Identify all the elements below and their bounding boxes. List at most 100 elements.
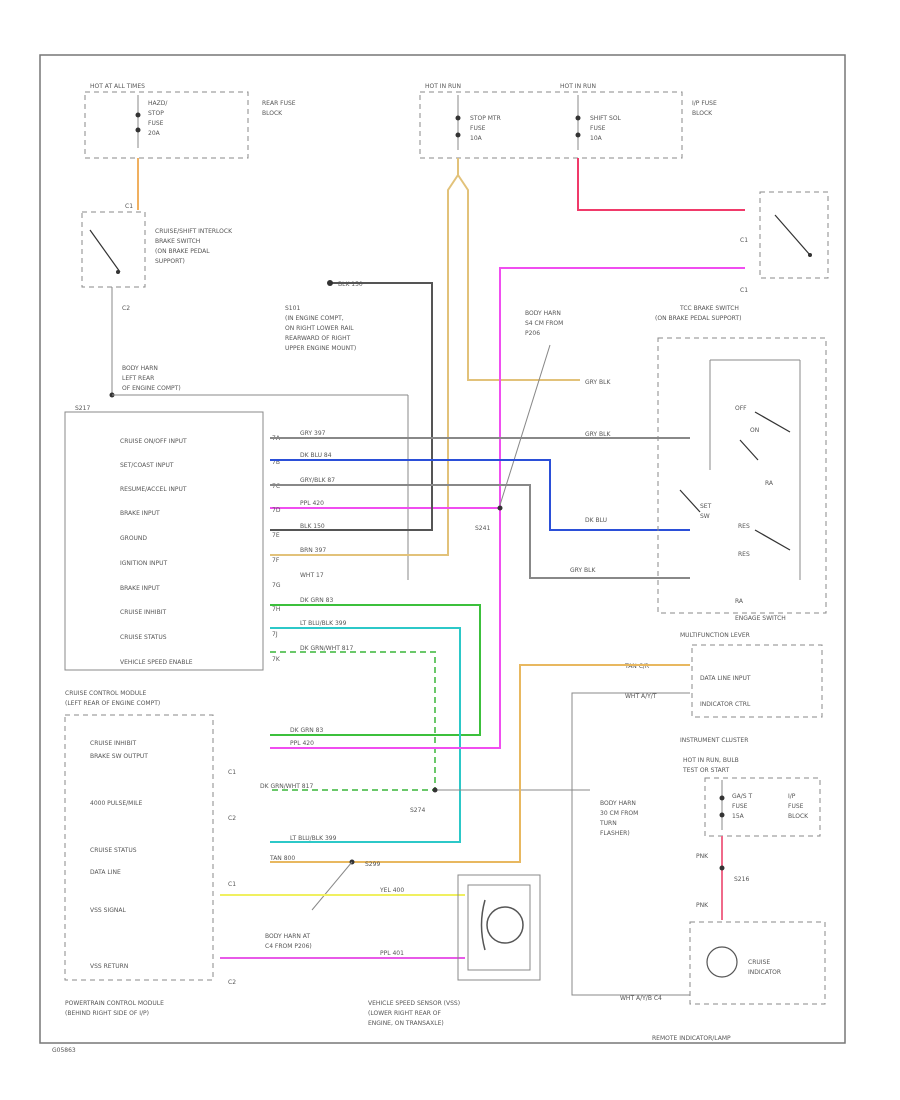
- blk-wire-label: BLK 150: [338, 281, 363, 288]
- pin-label: 7E: [272, 532, 280, 539]
- tcc-brake-switch-label-2: C1: [740, 287, 748, 294]
- pcm-conn-1: C2: [228, 815, 236, 822]
- s101-label-3: ON RIGHT LOWER RAIL: [285, 325, 354, 332]
- remote-indicator-label: REMOTE INDICATOR/LAMP: [652, 1035, 731, 1042]
- powertrain-control-module: CRUISE INHIBIT BRAKE SW OUTPUT 4000 PULS…: [64, 714, 236, 986]
- multifunction-lever-label: MULTIFUNCTION LEVER: [680, 632, 750, 639]
- ip-fuse-block: HOT IN RUN HOT IN RUN STOP MTR FUSE 10A …: [419, 83, 717, 159]
- pcm-conn-2: C1: [228, 881, 236, 888]
- hazard-fuse-label-3: FUSE: [148, 120, 164, 127]
- pcm-wire-label: TAN 800: [269, 855, 295, 862]
- pcm-title: POWERTRAIN CONTROL MODULE: [65, 1000, 164, 1007]
- pcm-pins-3: CRUISE STATUS: [90, 847, 137, 854]
- c2-label: C2: [122, 305, 130, 312]
- pcm-pins-0: CRUISE INHIBIT: [90, 740, 136, 747]
- cyan-wire: [270, 627, 461, 843]
- cruise-input-label: RESUME/ACCEL INPUT: [120, 486, 187, 493]
- s101-label: S101: [285, 305, 300, 312]
- pcm-wire-label: DK GRN/WHT 817: [260, 783, 313, 790]
- pin-label: 7D: [272, 507, 281, 514]
- sensor-coil-icon: [486, 906, 524, 944]
- cruise-input-label: BRAKE INPUT: [120, 510, 160, 517]
- vss-title-3: ENGINE, ON TRANSAXLE): [368, 1020, 444, 1027]
- gray-black-wire: [270, 484, 690, 579]
- pcm-wire-label: YEL 400: [379, 887, 404, 894]
- black-wire: [270, 282, 433, 531]
- wire-color-label: DK BLU 84: [300, 452, 332, 459]
- cruise-input-label: CRUISE STATUS: [120, 634, 167, 641]
- body-harn-left-label-2: LEFT REAR: [122, 375, 154, 382]
- blue-wire: [270, 459, 690, 531]
- tcc-switch-label: TCC BRAKE SWITCH: [679, 305, 739, 312]
- switch-labels-3: GRY BLK: [570, 567, 596, 574]
- wire-color-label: LT BLU/BLK 399: [300, 620, 347, 627]
- mfl-labels-1: DATA LINE INPUT: [700, 675, 751, 682]
- pin-label: 7K: [272, 656, 281, 663]
- wht-label: WHT A/Y/B C4: [620, 995, 662, 1002]
- stop-mtr-fuse-label: STOP MTR: [470, 115, 501, 122]
- figure-id: G05863: [52, 1047, 76, 1054]
- wire-color-label: DK GRN 83: [300, 597, 333, 604]
- pcm-pins-2: 4000 PULSE/MILE: [90, 800, 142, 807]
- hot-in-run-label: HOT IN RUN: [425, 83, 461, 90]
- body-harn-turn-label-4: FLASHER): [600, 830, 630, 837]
- green-white-wire: [270, 651, 436, 791]
- ip-fuse-block-label: I/P FUSE: [692, 100, 717, 107]
- tcc-brake-switch-label: C1: [740, 237, 748, 244]
- shift-sol-fuse-label-3: 10A: [590, 135, 603, 142]
- module-title: CRUISE CONTROL MODULE: [65, 690, 146, 697]
- ground-icon: [327, 280, 333, 286]
- multifunction-lever: MULTIFUNCTION LEVER TAN C/R DATA LINE IN…: [624, 632, 823, 718]
- wire-color-label: BLK 150: [300, 523, 325, 530]
- tan-wire: [270, 174, 459, 556]
- cruise-input-label: VEHICLE SPEED ENABLE: [120, 659, 193, 666]
- wire-color-label: GRY 397: [300, 430, 326, 437]
- cruise-input-label: BRAKE INPUT: [120, 585, 160, 592]
- pcm-pins-1: BRAKE SW OUTPUT: [90, 753, 148, 760]
- vss-title: VEHICLE SPEED SENSOR (VSS): [368, 1000, 460, 1007]
- body-harn-left-label-3: OF ENGINE COMPT): [122, 385, 181, 392]
- mfl-labels-0: TAN C/R: [624, 663, 649, 670]
- pcm-pins-4: DATA LINE: [90, 869, 121, 876]
- pin-label: 7G: [272, 582, 281, 589]
- s299-label: S299: [365, 861, 380, 868]
- interlock-switch-label: CRUISE/SHIFT INTERLOCK: [155, 228, 233, 235]
- rear-fuse-block-label: REAR FUSE: [262, 100, 296, 107]
- cruise-input-label: SET/COAST INPUT: [120, 462, 174, 469]
- cruise-input-label: GROUND: [120, 535, 147, 542]
- engage-switch: OFF ON RA SET SW RES RES RA ENGAGE SWITC…: [657, 337, 827, 622]
- switch-contact-icon: [754, 411, 791, 433]
- cruise-input-label: CRUISE INHIBIT: [120, 609, 166, 616]
- wire-color-label: GRY/BLK 87: [300, 477, 335, 484]
- fuse-contact-icon: [135, 127, 141, 133]
- rear-fuse-block-label-2: BLOCK: [262, 110, 283, 117]
- ra-label: RA: [765, 480, 774, 487]
- pin-label: 7H: [272, 606, 280, 613]
- magenta-wire: [270, 267, 745, 509]
- s101-label-2: (IN ENGINE COMPT,: [285, 315, 344, 322]
- stop-mtr-fuse-label-3: 10A: [470, 135, 483, 142]
- splice-dot-icon: [432, 787, 438, 793]
- pin-label: 7J: [272, 631, 278, 638]
- engage-switch-label: ENGAGE SWITCH: [735, 615, 786, 622]
- indicator-lamp-icon: [706, 946, 738, 978]
- s101-label-5: UPPER ENGINE MOUNT): [285, 345, 356, 352]
- rear-fuse-block: HOT AT ALL TIMES HAZD/ STOP FUSE 20A REA…: [84, 83, 296, 159]
- hazard-fuse-label-4: 20A: [148, 130, 161, 137]
- shift-sol-fuse-label-2: FUSE: [590, 125, 606, 132]
- tcc-brake-switch-label-4: (ON BRAKE PEDAL SUPPORT): [655, 315, 741, 322]
- set-label: SET: [700, 503, 712, 510]
- cruise-input-label: CRUISE ON/OFF INPUT: [120, 438, 187, 445]
- wire-color-label: WHT 17: [300, 572, 324, 579]
- s101-label-4: REARWARD OF RIGHT: [285, 335, 351, 342]
- switch-labels-6: RES: [738, 551, 750, 558]
- tan-wire: [457, 158, 580, 381]
- gauge-fuse-label: GA/S T: [732, 793, 752, 800]
- magenta-wire-2: [270, 508, 501, 749]
- off-label: OFF: [735, 405, 747, 412]
- gauge-fuse-label-3: 15A: [732, 813, 745, 820]
- pcm-wire-label: PPL 420: [290, 740, 314, 747]
- diagram-frame: [39, 54, 846, 1044]
- tcc-brake-switch: C1 C1 TCC BRAKE SWITCH (ON BRAKE PEDAL S…: [655, 191, 829, 322]
- pin-label: 7C: [272, 483, 280, 490]
